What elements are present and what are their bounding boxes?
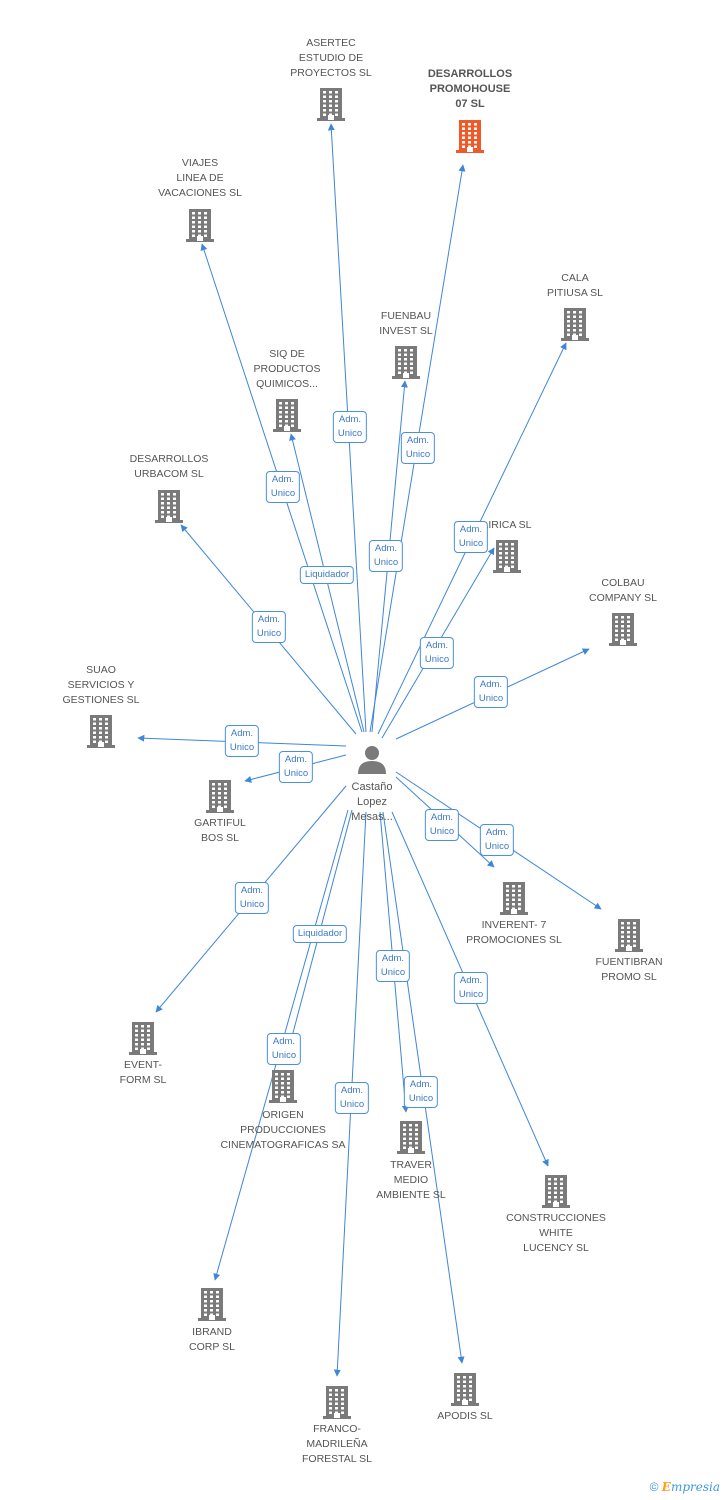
company-node-traver[interactable]: TRAVER MEDIO AMBIENTE SL (321, 1158, 501, 1203)
role-badge-fuenbau[interactable]: Adm. Unico (368, 540, 404, 572)
building-icon[interactable] (391, 1116, 431, 1156)
company-label[interactable]: FRANCO- MADRILEÑA FORESTAL SL (301, 1423, 373, 1465)
company-node-apodis[interactable]: APODIS SL (375, 1409, 555, 1424)
company-label[interactable]: GARTIFUL BOS SL (194, 817, 246, 844)
company-label[interactable]: APODIS SL (437, 1410, 493, 1422)
building-icon[interactable] (603, 608, 643, 648)
company-label[interactable]: TRAVER MEDIO AMBIENTE SL (376, 1159, 446, 1201)
company-node-siq[interactable]: SIQ DE PRODUCTOS QUIMICOS... (197, 347, 377, 392)
company-label[interactable]: FUENBAU INVEST SL (379, 310, 433, 337)
company-node-suao[interactable]: SUAO SERVICIOS Y GESTIONES SL (11, 663, 191, 708)
building-icon[interactable] (445, 1368, 485, 1408)
role-badge-cala-pitiusa[interactable]: Adm. Unico (453, 521, 489, 553)
role-badge-siq[interactable]: Liquidador (299, 566, 355, 584)
company-node-gartiful[interactable]: GARTIFUL BOS SL (130, 816, 310, 846)
building-icon[interactable] (81, 710, 121, 750)
company-node-desarrollos-urbacom[interactable]: DESARROLLOS URBACOM SL (79, 452, 259, 482)
role-badge-event-form[interactable]: Adm. Unico (234, 882, 270, 914)
building-icon[interactable] (555, 303, 595, 343)
company-label[interactable]: IBRAND CORP SL (189, 1326, 235, 1353)
company-label[interactable]: SIQ DE PRODUCTOS QUIMICOS... (253, 348, 321, 390)
building-icon[interactable] (386, 341, 426, 381)
role-badge-construcciones-white[interactable]: Adm. Unico (453, 972, 489, 1004)
company-label[interactable]: INVERENT- 7 PROMOCIONES SL (466, 919, 562, 946)
company-label[interactable]: SUAO SERVICIOS Y GESTIONES SL (62, 664, 140, 706)
company-label[interactable]: DESARROLLOS URBACOM SL (129, 453, 209, 480)
role-badge-traver[interactable]: Adm. Unico (375, 950, 411, 982)
building-icon[interactable] (494, 877, 534, 917)
role-badge-desarrollos-urbacom[interactable]: Adm. Unico (251, 611, 287, 643)
role-badge-fuentibran[interactable]: Adm. Unico (479, 824, 515, 856)
company-node-construcciones-white[interactable]: CONSTRUCCIONES WHITE LUCENCY SL (466, 1211, 646, 1256)
company-label[interactable]: EVENT- FORM SL (119, 1059, 167, 1086)
company-node-fuenbau[interactable]: FUENBAU INVEST SL (316, 309, 496, 339)
building-icon[interactable] (149, 485, 189, 525)
company-node-inverent[interactable]: INVERENT- 7 PROMOCIONES SL (424, 918, 604, 948)
company-label[interactable]: ORIGEN PRODUCCIONES CINEMATOGRAFICAS SA (220, 1109, 346, 1151)
building-icon[interactable] (487, 535, 527, 575)
role-badge-inverent[interactable]: Adm. Unico (424, 809, 460, 841)
building-icon[interactable] (267, 394, 307, 434)
company-node-origen[interactable]: ORIGEN PRODUCCIONES CINEMATOGRAFICAS SA (193, 1108, 373, 1153)
role-badge-apodis[interactable]: Adm. Unico (403, 1076, 439, 1108)
role-badge-colbau[interactable]: Adm. Unico (473, 676, 509, 708)
building-icon[interactable] (317, 1381, 357, 1421)
role-badge-desarrollos-promohouse[interactable]: Adm. Unico (400, 432, 436, 464)
building-icon[interactable] (123, 1017, 163, 1057)
role-badge-asertec[interactable]: Adm. Unico (332, 411, 368, 443)
company-label[interactable]: LIRICA SL (482, 519, 532, 531)
building-icon[interactable] (192, 1283, 232, 1323)
role-badge-gartiful[interactable]: Adm. Unico (278, 751, 314, 783)
company-node-desarrollos-promohouse[interactable]: DESARROLLOS PROMOHOUSE 07 SL (380, 67, 560, 112)
company-node-event-form[interactable]: EVENT- FORM SL (53, 1058, 233, 1088)
company-label[interactable]: DESARROLLOS PROMOHOUSE 07 SL (427, 68, 513, 110)
person-icon[interactable] (352, 740, 392, 780)
role-badge-lirica[interactable]: Adm. Unico (419, 637, 455, 669)
company-label[interactable]: COLBAU COMPANY SL (589, 577, 657, 604)
company-label[interactable]: FUENTIBRAN PROMO SL (595, 956, 663, 983)
company-node-lirica[interactable]: LIRICA SL (417, 518, 597, 533)
role-badge-ibrand[interactable]: Liquidador (292, 925, 348, 943)
building-icon[interactable] (200, 775, 240, 815)
building-icon[interactable] (450, 115, 490, 155)
building-icon[interactable] (263, 1065, 303, 1105)
brand-logo-initial: E (661, 1480, 671, 1494)
company-node-franco[interactable]: FRANCO- MADRILEÑA FORESTAL SL (247, 1422, 427, 1467)
center-person-label[interactable]: Castaño Lopez Mesas... (351, 781, 393, 823)
company-label[interactable]: ASERTEC ESTUDIO DE PROYECTOS SL (290, 37, 372, 79)
role-badge-suao[interactable]: Adm. Unico (224, 725, 260, 757)
footer-brand: © Empresia (650, 1480, 720, 1494)
company-node-colbau[interactable]: COLBAU COMPANY SL (533, 576, 713, 606)
company-node-fuentibran[interactable]: FUENTIBRAN PROMO SL (539, 955, 719, 985)
role-badge-viajes[interactable]: Adm. Unico (265, 471, 301, 503)
company-node-ibrand[interactable]: IBRAND CORP SL (122, 1325, 302, 1355)
company-node-asertec[interactable]: ASERTEC ESTUDIO DE PROYECTOS SL (241, 36, 421, 81)
company-label[interactable]: CONSTRUCCIONES WHITE LUCENCY SL (506, 1212, 606, 1254)
company-label[interactable]: VIAJES LINEA DE VACACIONES SL (158, 157, 242, 199)
building-icon[interactable] (609, 914, 649, 954)
building-icon[interactable] (180, 204, 220, 244)
building-icon[interactable] (311, 83, 351, 123)
brand-logo-text: mpresia (670, 1480, 720, 1494)
role-badge-franco[interactable]: Adm. Unico (334, 1082, 370, 1114)
role-badge-origen[interactable]: Adm. Unico (266, 1033, 302, 1065)
building-icon[interactable] (536, 1170, 576, 1210)
copyright-symbol: © (649, 1480, 659, 1494)
company-node-viajes[interactable]: VIAJES LINEA DE VACACIONES SL (110, 156, 290, 201)
company-node-cala-pitiusa[interactable]: CALA PITIUSA SL (485, 271, 665, 301)
company-label[interactable]: CALA PITIUSA SL (546, 272, 604, 299)
